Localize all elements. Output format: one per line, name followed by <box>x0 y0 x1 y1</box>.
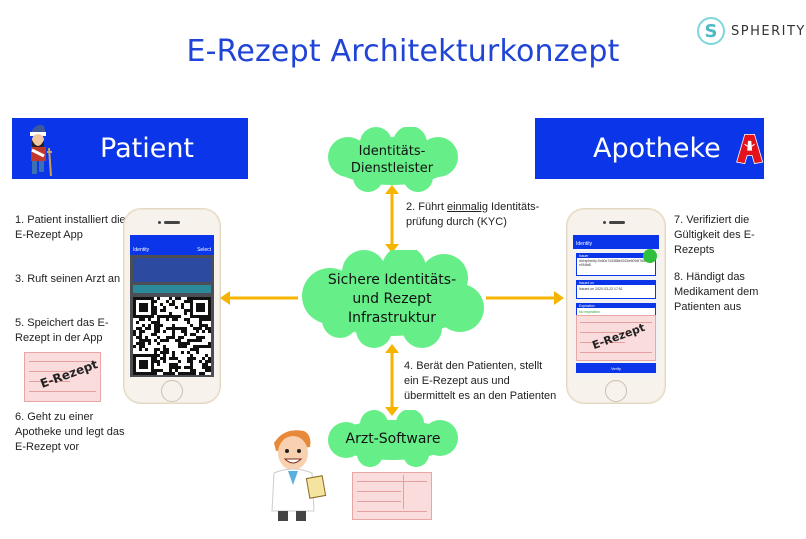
page-title: E-Rezept Architekturkonzept <box>186 34 620 69</box>
patient-step-6: 6. Geht zu einer Apotheke und legt das E… <box>15 411 125 453</box>
apotheke-phone: Identity Issuer did:spherity:0x60c743388… <box>566 208 666 404</box>
cloud-doctor-software: Arzt-Software <box>322 410 464 468</box>
patient-on-crutch-icon <box>30 124 52 176</box>
cloud-doctor-label: Arzt-Software <box>345 431 441 447</box>
patient-step-5: 5. Speichert das E-Rezept in der App <box>15 317 109 344</box>
back-button[interactable]: Identity <box>576 241 593 247</box>
arrow-head-up <box>385 185 399 194</box>
cloud-infra-line2: und Rezept <box>352 290 432 307</box>
patient-step-3: 3. Ruft seinen Arzt an <box>15 273 121 285</box>
patient-step-1: 1. Patient installiert die E-Rezept App <box>15 214 126 241</box>
spherity-logo: S SPHERITY <box>697 17 806 45</box>
select-button[interactable]: Select <box>197 247 211 253</box>
patient-banner: Patient <box>12 118 248 179</box>
cloud-identity-line2: Dienstleister <box>350 161 434 176</box>
apotheke-banner: Apotheke <box>535 118 764 179</box>
issuer-card: Issuer did:spherity:0x60c743388e0024e609… <box>576 253 656 276</box>
logo-text: SPHERITY <box>731 23 806 39</box>
arrow-head-down-2 <box>385 407 399 416</box>
prescription-form-doctor <box>352 472 432 520</box>
arrow-head-left <box>220 291 230 305</box>
annotation-step-4: 4. Berät den Patienten, stellt ein E-Rez… <box>404 360 557 402</box>
cloud-infrastructure: Sichere Identitäts- und Rezept Infrastru… <box>294 250 490 348</box>
pharmacy-a-icon <box>735 133 763 164</box>
back-button[interactable]: Identity <box>133 247 150 253</box>
apotheke-step-8: 8. Händigt das Medikament dem Patienten … <box>674 271 759 313</box>
arrow-head-down <box>385 244 399 253</box>
home-button[interactable] <box>605 380 627 402</box>
verify-button[interactable]: Verify <box>576 363 656 373</box>
cloud-infra-line1: Sichere Identitäts- <box>327 271 457 288</box>
patient-label: Patient <box>100 133 195 164</box>
prescription-form-apotheke: E-Rezept <box>576 315 656 361</box>
issued-on-card: Issued on Issued on 2020-03-22 17:51 <box>576 280 656 299</box>
cloud-infra-line3: Infrastruktur <box>348 309 436 326</box>
cloud-identity-line1: Identitäts- <box>358 144 426 159</box>
arrow-head-right <box>554 291 564 305</box>
annotation-step-2: 2. Führt einmalig Identitäts- prüfung du… <box>406 201 540 228</box>
prescription-form-patient: E-Rezept <box>24 352 101 402</box>
verified-badge-icon <box>643 249 657 263</box>
s-logo-icon: S <box>697 17 725 45</box>
qr-code[interactable] <box>133 297 211 375</box>
patient-phone: Identity Select <box>123 208 221 404</box>
arrow-head-up-2 <box>385 344 399 353</box>
apotheke-step-7: 7. Verifiziert die Gültigkeit des E-Reze… <box>674 214 755 256</box>
doctor-icon <box>271 430 327 521</box>
cloud-identity-provider: Identitäts- Dienstleister <box>318 127 466 193</box>
apotheke-label: Apotheke <box>593 133 721 164</box>
home-button[interactable] <box>161 380 183 402</box>
